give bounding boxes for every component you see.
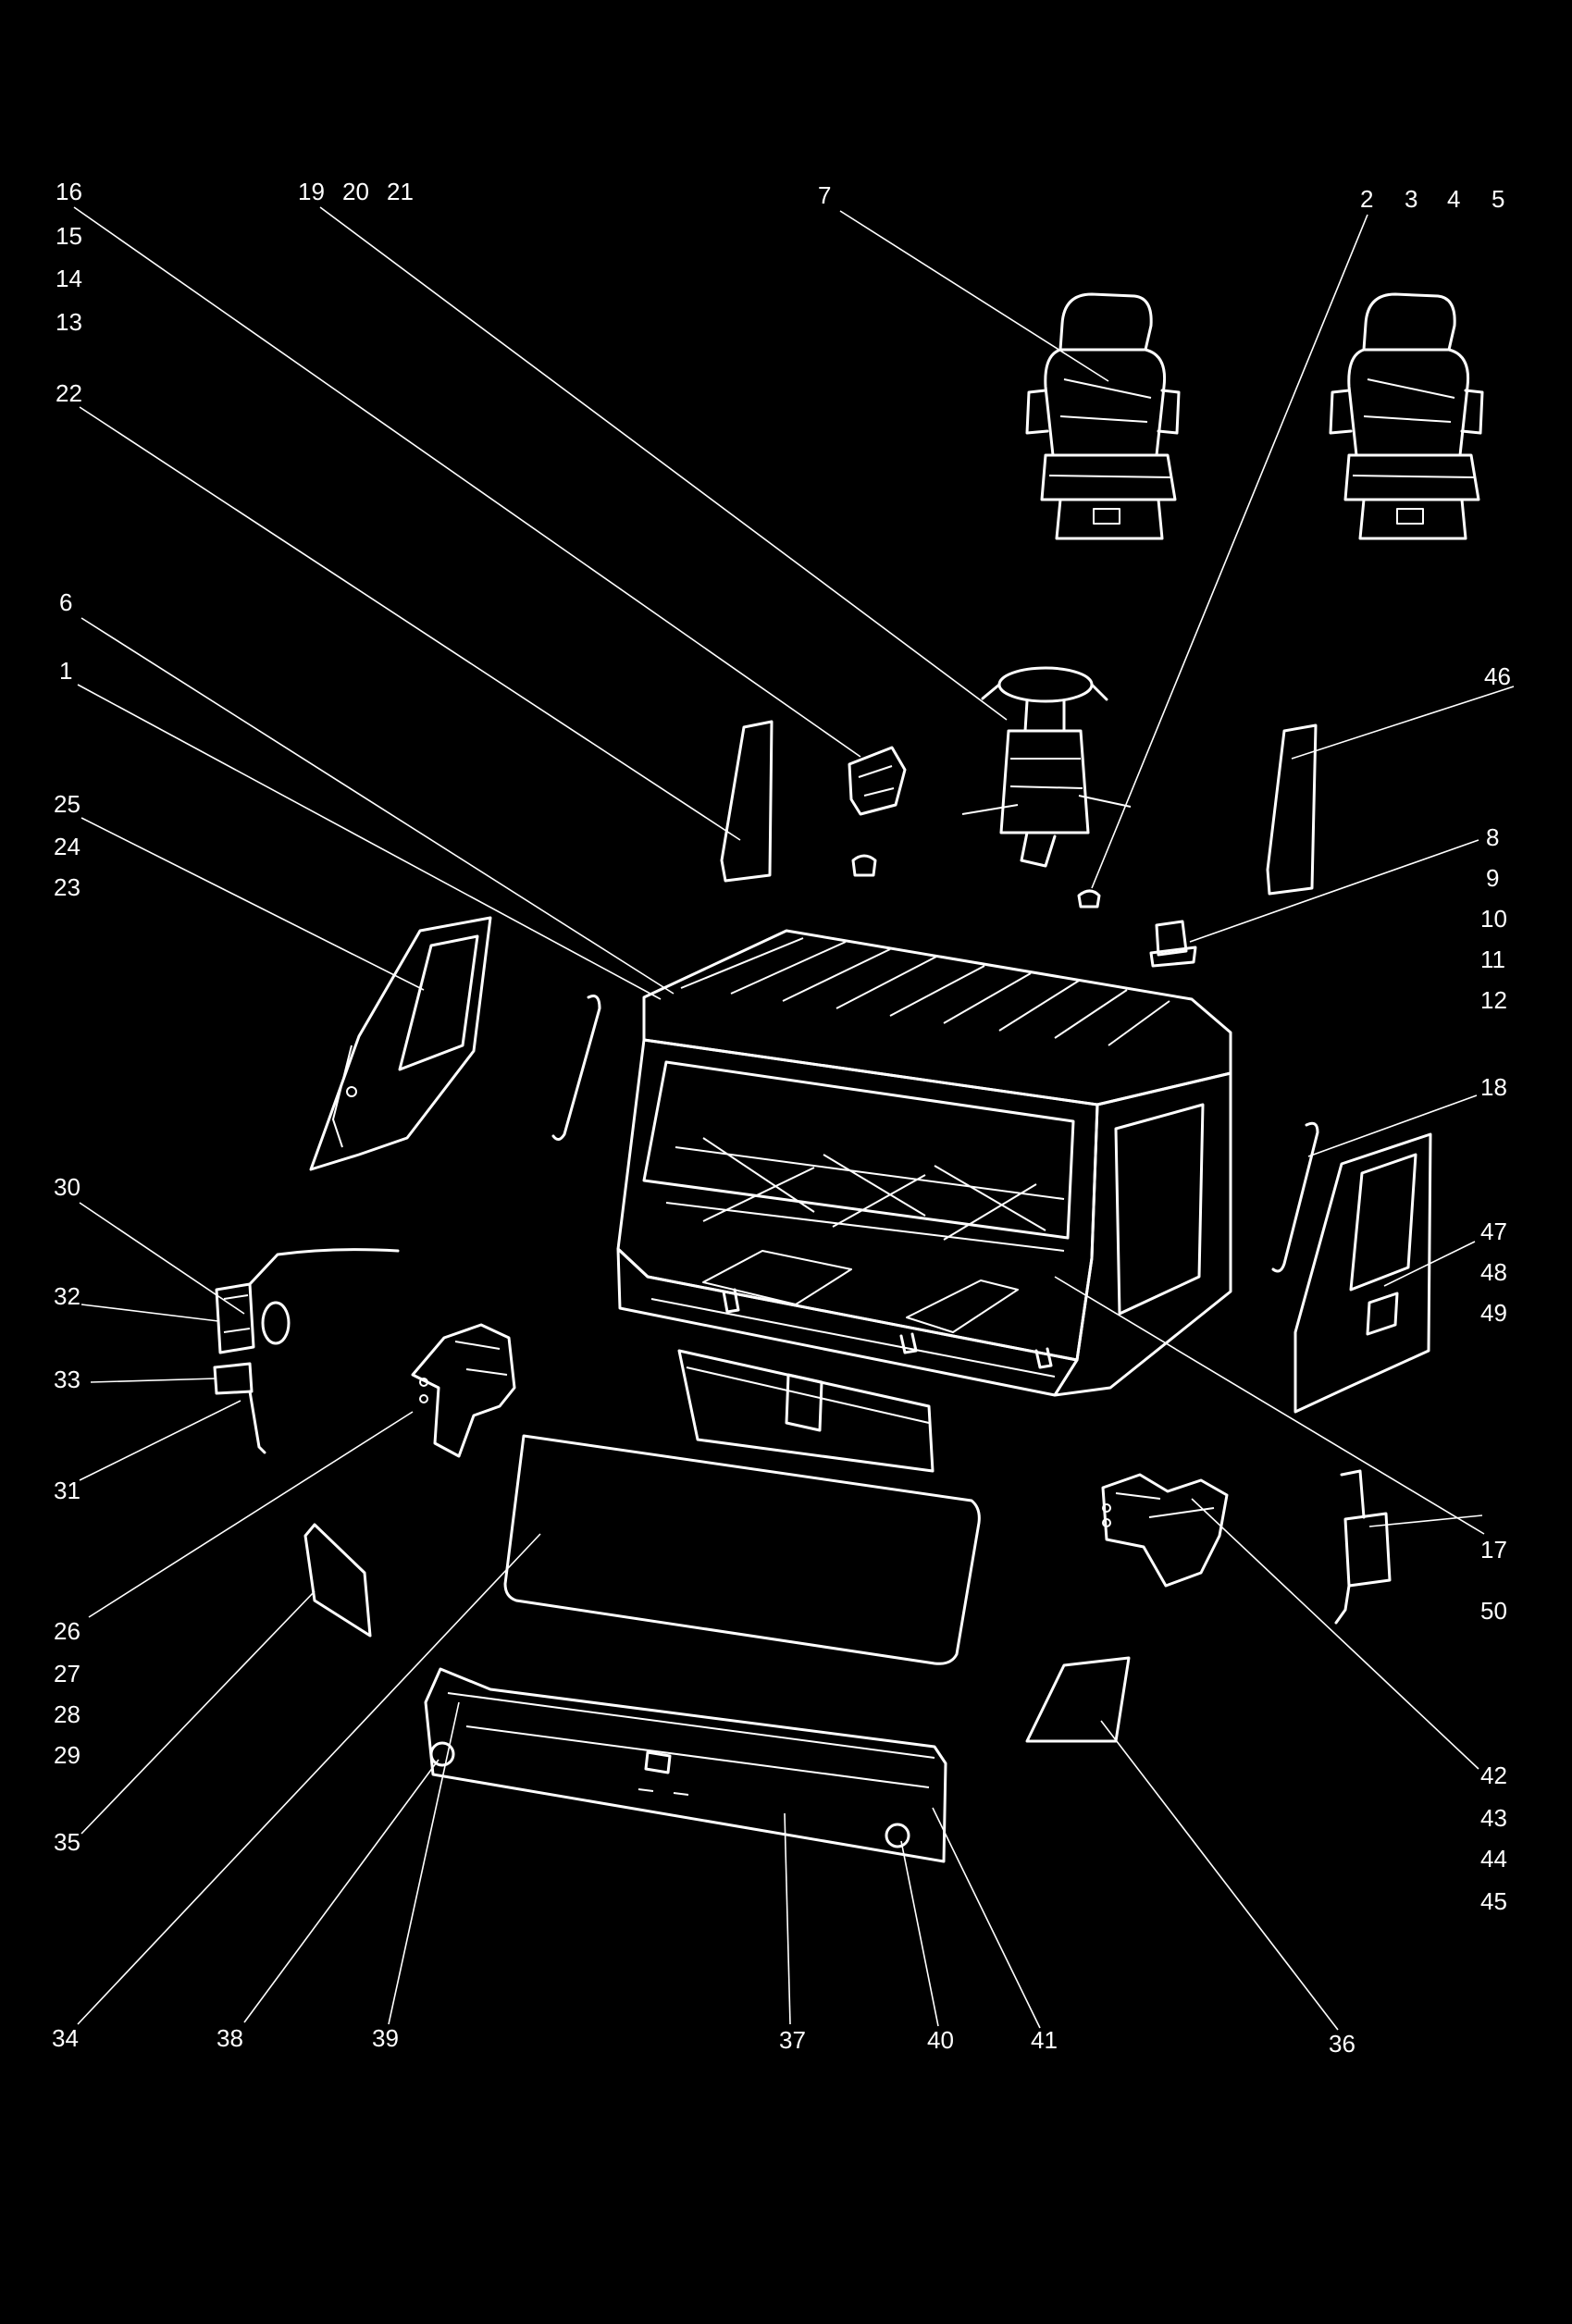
- callout-10: 10: [1480, 905, 1507, 933]
- callout-23: 23: [54, 873, 80, 901]
- pillar-trim-left: [720, 720, 774, 883]
- seat-right: [1329, 292, 1484, 540]
- callout-41: 41: [1031, 2026, 1058, 2054]
- step-bracket-right: [1101, 1473, 1229, 1588]
- pedal-bracket: [848, 746, 907, 877]
- leader-lines: [73, 206, 1515, 2031]
- side-lamp: [1334, 1469, 1392, 1625]
- callout-32: 32: [54, 1282, 80, 1310]
- door-panel-right: [1293, 1132, 1432, 1414]
- door-glass-left: [309, 916, 492, 1171]
- seat-left: [1025, 292, 1181, 540]
- callout-35: 35: [54, 1828, 80, 1856]
- callout-20: 20: [342, 178, 369, 205]
- callout-37: 37: [779, 2026, 806, 2054]
- callout-15: 15: [56, 222, 82, 250]
- callout-5: 5: [1492, 185, 1504, 213]
- callout-6: 6: [59, 588, 72, 616]
- callout-labels: 16 15 14 13 22 6 1 25 24 23 30 32 33 31 …: [52, 178, 1511, 2058]
- callout-28: 28: [54, 1700, 80, 1728]
- mirror-assembly: [213, 1248, 400, 1454]
- steering-column: [961, 666, 1132, 868]
- callout-25: 25: [54, 790, 80, 818]
- step-bracket-left: [411, 1323, 516, 1458]
- callout-8: 8: [1486, 823, 1499, 851]
- windshield: [503, 1434, 981, 1665]
- callout-36: 36: [1329, 2030, 1355, 2058]
- callout-43: 43: [1480, 1804, 1507, 1832]
- front-bumper: [424, 1667, 947, 1863]
- callout-16: 16: [56, 178, 82, 205]
- callout-21: 21: [387, 178, 414, 205]
- callout-46: 46: [1484, 662, 1511, 690]
- callout-49: 49: [1480, 1299, 1507, 1327]
- knob: [1077, 889, 1101, 909]
- callout-27: 27: [54, 1660, 80, 1687]
- callout-44: 44: [1480, 1845, 1507, 1873]
- callout-11: 11: [1480, 946, 1505, 973]
- callout-29: 29: [54, 1741, 80, 1769]
- side-panel-left: [303, 1523, 372, 1638]
- switch-unit: [1149, 920, 1197, 968]
- callout-9: 9: [1486, 864, 1499, 892]
- callout-30: 30: [54, 1173, 80, 1201]
- callout-31: 31: [54, 1477, 80, 1504]
- grille-panel: [677, 1349, 935, 1473]
- callout-33: 33: [54, 1366, 80, 1393]
- side-panel-right: [1025, 1656, 1131, 1743]
- callout-42: 42: [1480, 1762, 1507, 1789]
- callout-47: 47: [1480, 1218, 1507, 1245]
- callout-24: 24: [54, 833, 80, 860]
- callout-22: 22: [56, 379, 82, 407]
- callout-3: 3: [1405, 185, 1417, 213]
- callout-14: 14: [56, 265, 82, 292]
- callout-34: 34: [52, 2024, 79, 2052]
- callout-39: 39: [372, 2024, 399, 2052]
- callout-26: 26: [54, 1617, 80, 1645]
- callout-18: 18: [1480, 1073, 1507, 1101]
- callout-17: 17: [1480, 1536, 1507, 1564]
- callout-13: 13: [56, 308, 82, 336]
- callout-45: 45: [1480, 1887, 1507, 1915]
- callout-19: 19: [298, 178, 325, 205]
- callout-7: 7: [818, 181, 831, 209]
- callout-38: 38: [217, 2024, 243, 2052]
- callout-12: 12: [1480, 986, 1507, 1014]
- grab-handle: [1271, 1121, 1319, 1273]
- cab-shell: [616, 929, 1232, 1397]
- pillar-trim-right: [1266, 723, 1318, 896]
- callout-48: 48: [1480, 1258, 1507, 1286]
- callout-2: 2: [1360, 185, 1373, 213]
- callout-4: 4: [1447, 185, 1460, 213]
- callout-1: 1: [59, 657, 72, 685]
- callout-50: 50: [1480, 1597, 1507, 1625]
- grab-rail-left: [551, 995, 601, 1141]
- callout-40: 40: [927, 2026, 954, 2054]
